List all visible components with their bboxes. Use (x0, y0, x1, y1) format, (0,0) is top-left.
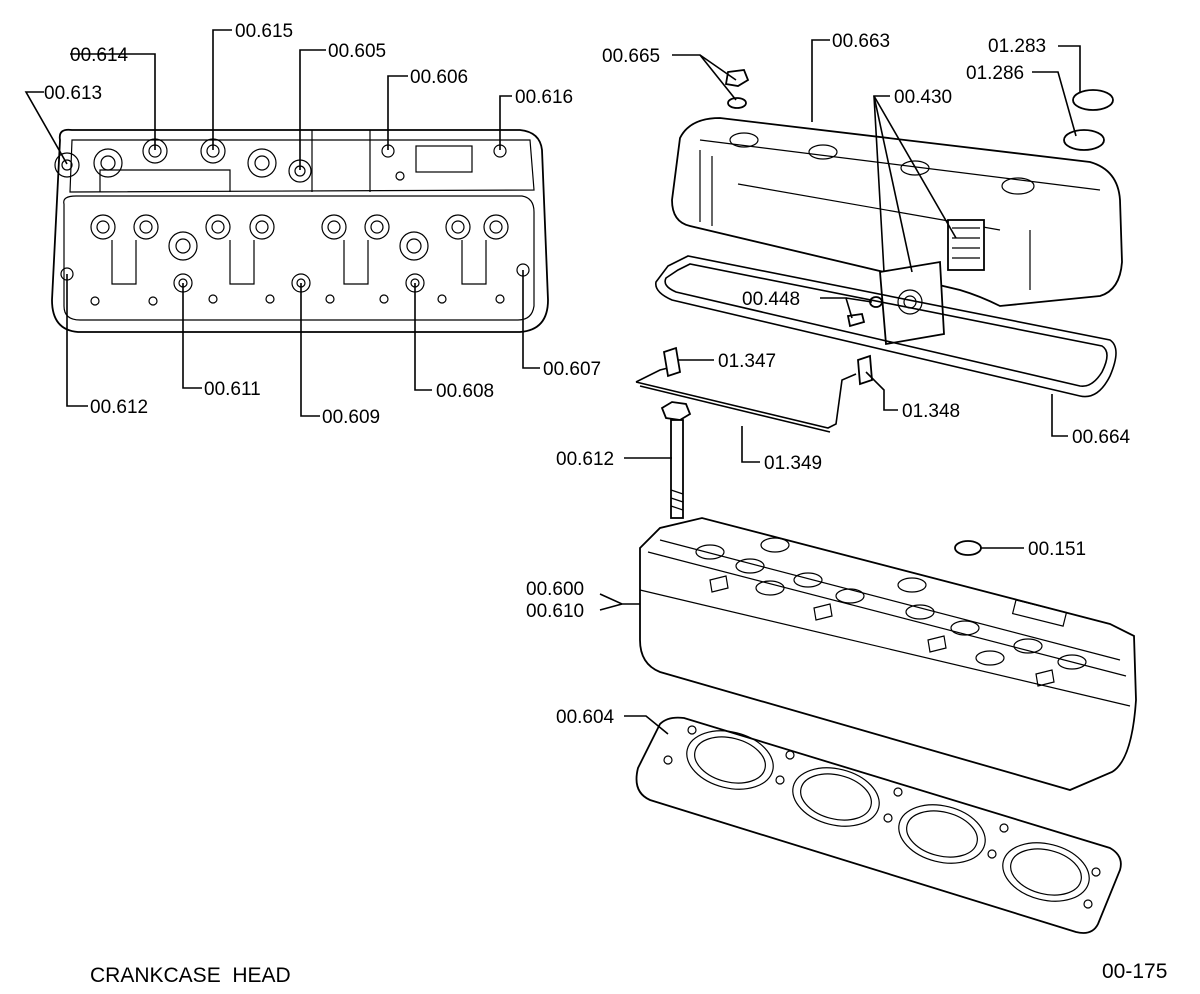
page-code: 00-175 (1102, 960, 1168, 983)
callout-01349: 01.349 (764, 453, 822, 474)
callout-00600: 00.600 (526, 579, 584, 600)
cylinder-head-top-view (51, 128, 549, 333)
callout-00665: 00.665 (602, 46, 660, 67)
breather-pipe (635, 346, 873, 433)
callout-00608: 00.608 (436, 381, 494, 402)
diagram-title: CRANKCASE HEAD (90, 964, 291, 987)
callout-00610: 00.610 (526, 601, 584, 622)
cylinder-head-iso (639, 517, 1137, 791)
callout-01286: 01.286 (966, 63, 1024, 84)
callout-00605: 00.605 (328, 41, 386, 62)
callout-00430: 00.430 (894, 87, 952, 108)
callout-00615: 00.615 (235, 21, 293, 42)
valve-cover (671, 69, 1123, 346)
callout-00448: 00.448 (742, 289, 800, 310)
callout-00663: 00.663 (832, 31, 890, 52)
callout-00606: 00.606 (410, 67, 468, 88)
welch-plug (954, 540, 982, 556)
callout-00664: 00.664 (1072, 427, 1131, 448)
callout-00612-right: 00.612 (556, 449, 614, 470)
callout-00616: 00.616 (515, 87, 573, 108)
callout-00151: 00.151 (1028, 539, 1086, 560)
callout-00614: 00.614 (70, 45, 129, 66)
valve-ports (90, 214, 509, 285)
callout-01283: 01.283 (988, 36, 1046, 57)
callout-00613: 00.613 (44, 83, 102, 104)
callout-00604: 00.604 (556, 707, 615, 728)
head-bolt (660, 401, 692, 519)
leader-lines (24, 29, 1081, 735)
callout-00611: 00.611 (204, 379, 261, 400)
callout-00607: 00.607 (543, 359, 601, 380)
callout-00612-left: 00.612 (90, 397, 148, 418)
callout-labels: 00.614 00.615 00.605 00.606 00.616 00.61… (44, 21, 1131, 728)
cover-gasket (655, 255, 1117, 398)
callout-01348: 01.348 (902, 401, 960, 422)
callout-00609: 00.609 (322, 407, 380, 428)
head-gasket (635, 716, 1122, 934)
callout-01347: 01.347 (718, 351, 776, 372)
